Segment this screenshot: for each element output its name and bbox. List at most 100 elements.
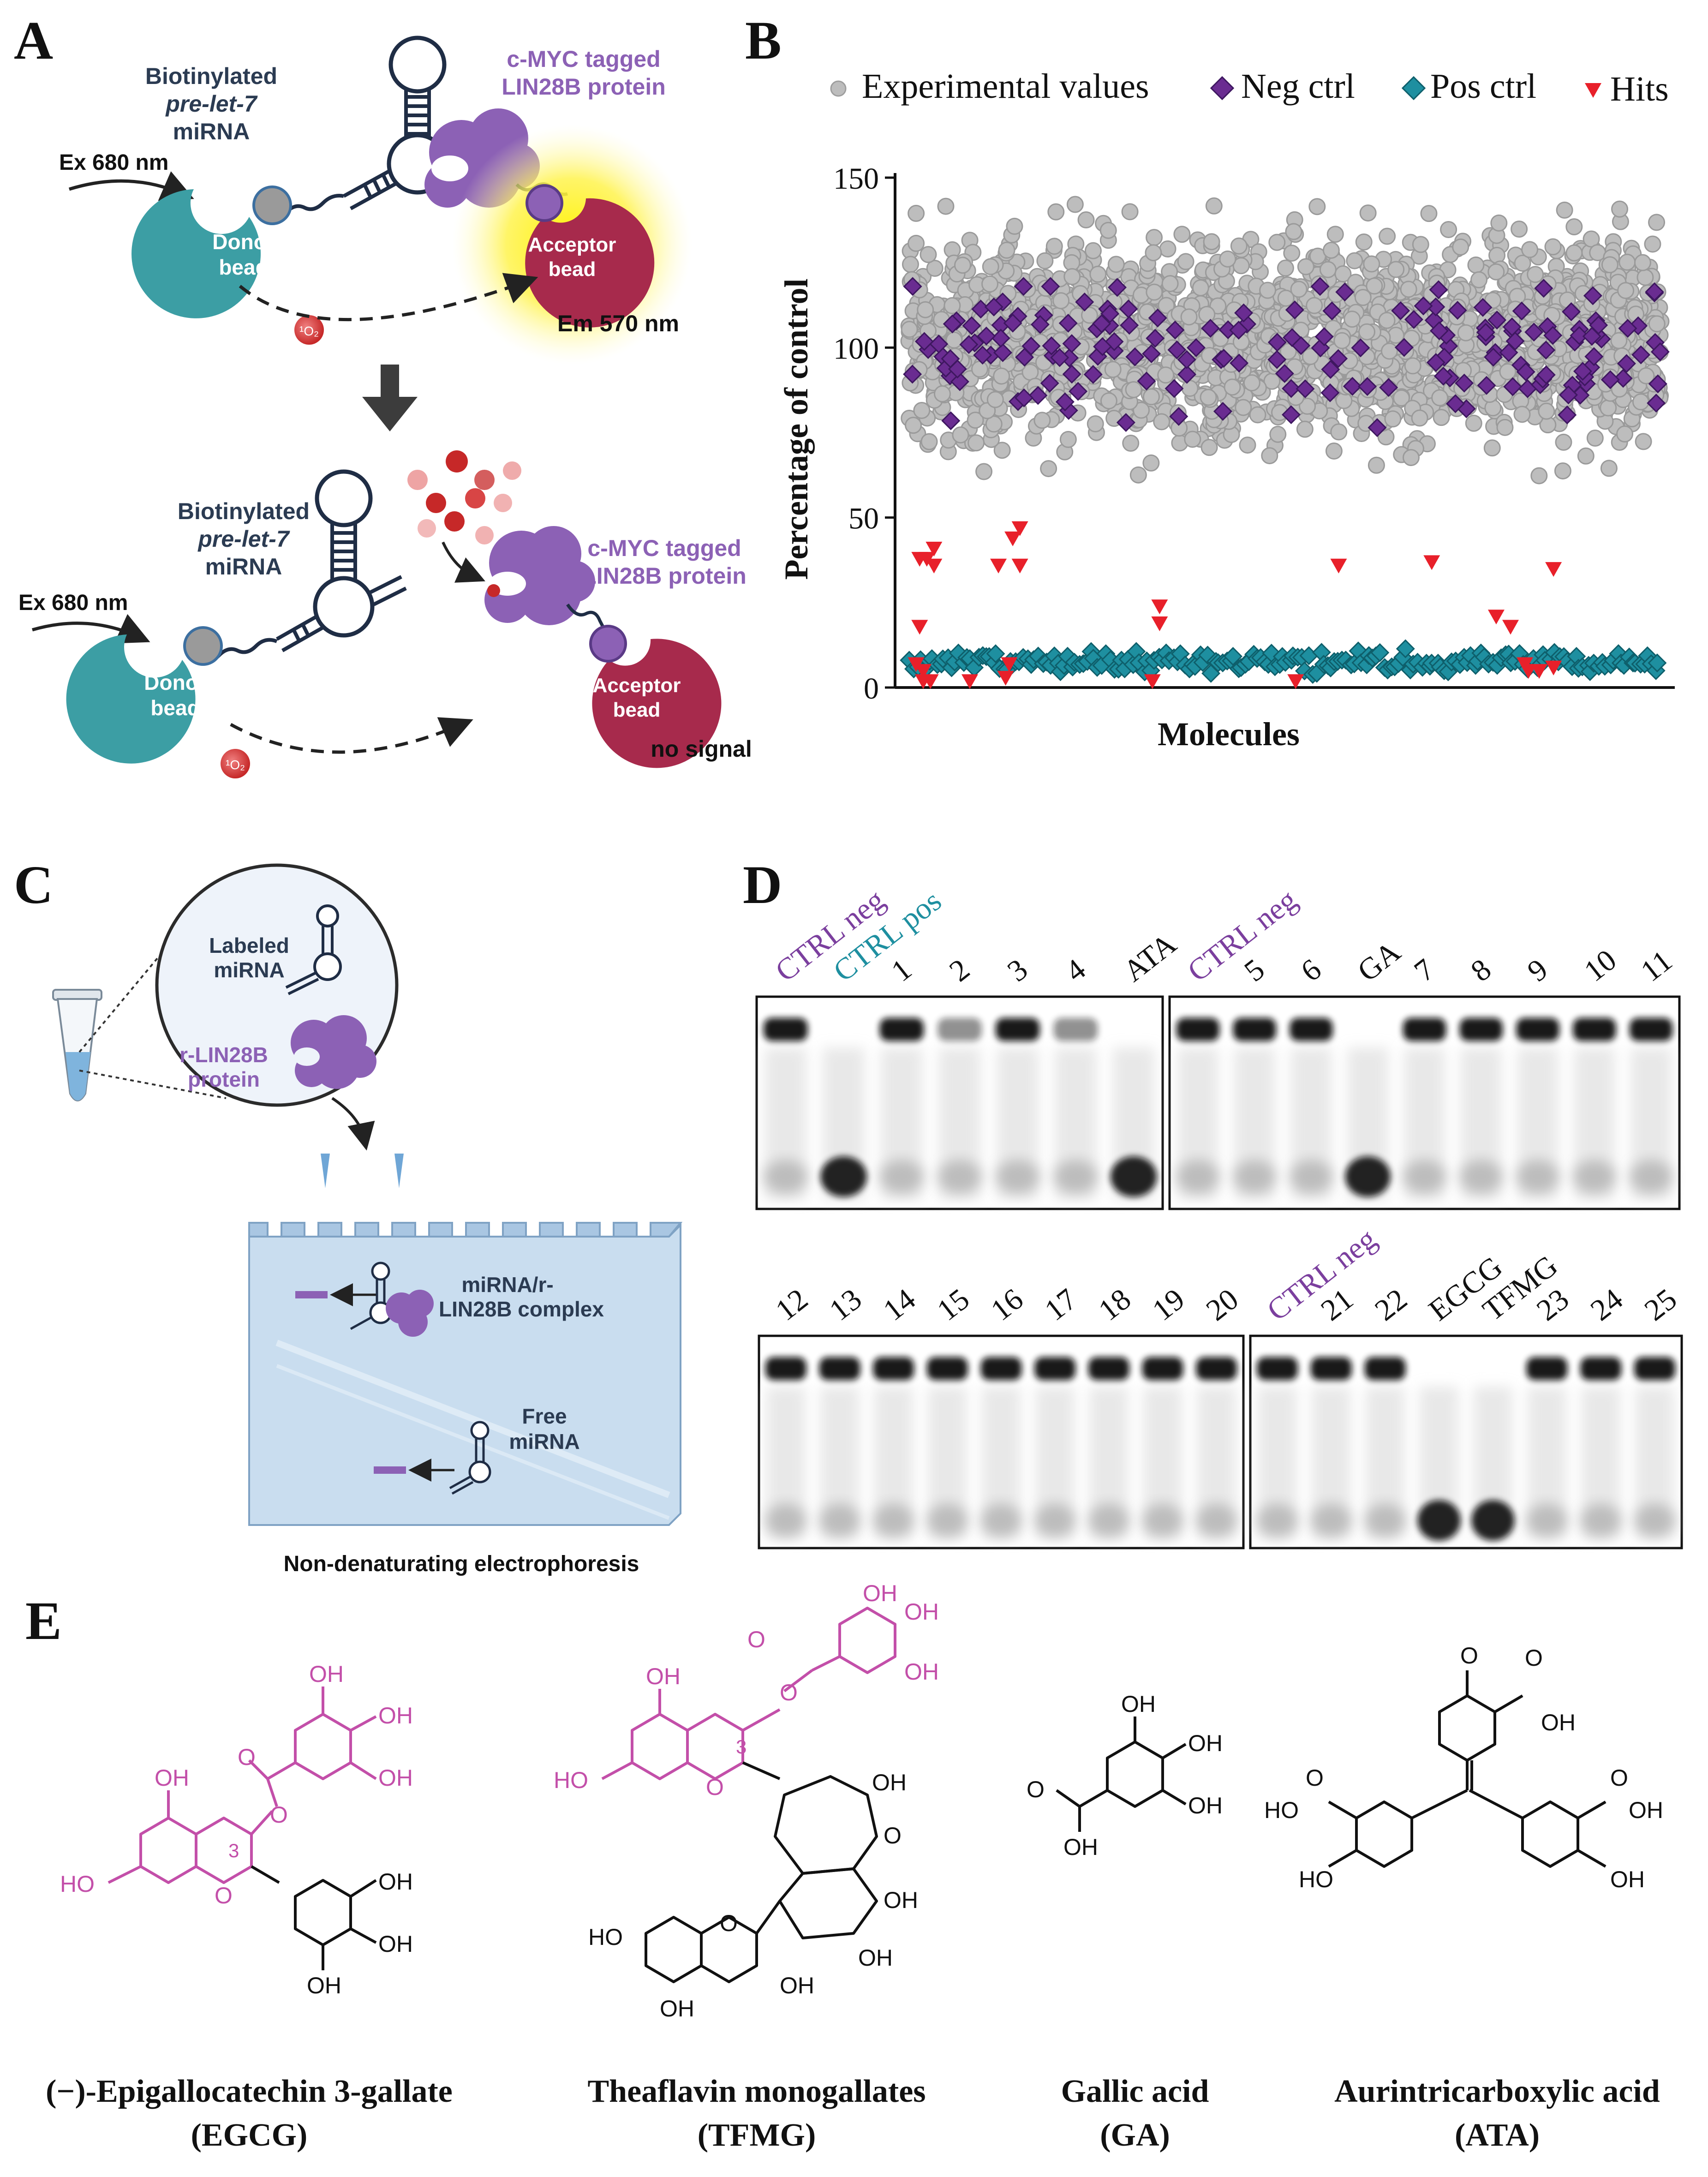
hit-point	[1330, 558, 1347, 574]
experimental-point	[1346, 252, 1363, 269]
a-top-protein-line1: c-MYC tagged	[507, 46, 660, 72]
tube-icon	[52, 989, 102, 1101]
experimental-point	[1279, 343, 1297, 360]
gel-lane-label: 10	[1578, 943, 1623, 988]
gel-band-free-faint	[1459, 1160, 1503, 1193]
neg-ctrl-point	[1429, 280, 1448, 299]
gel-lane-label: CTRL neg	[1182, 883, 1303, 988]
experimental-point	[1483, 439, 1501, 457]
neg-ctrl-point	[1394, 338, 1414, 357]
gel-band-free-faint	[1403, 1160, 1446, 1193]
ga-abbr: (GA)	[1100, 2117, 1170, 2153]
gel-lane-label: GA	[1351, 934, 1407, 988]
chart-points	[900, 196, 1670, 689]
neg-ctrl-point	[1524, 323, 1544, 342]
ga-oh-3: OH	[1188, 1793, 1223, 1818]
neg-ctrl-point	[1503, 377, 1523, 396]
gel-band-free-faint	[938, 1160, 982, 1193]
experimental-point	[1530, 467, 1548, 484]
experimental-point	[1219, 250, 1236, 268]
neg-ctrl-point	[1093, 337, 1112, 356]
experimental-point	[1259, 281, 1277, 299]
experimental-point	[1354, 289, 1372, 306]
experimental-point	[1610, 332, 1628, 349]
neg-ctrl-point	[1234, 303, 1254, 323]
neg-ctrl-point	[1014, 388, 1033, 407]
gel-band-free-faint	[819, 1504, 860, 1537]
experimental-point	[1173, 226, 1191, 243]
neg-ctrl-point	[1119, 299, 1138, 319]
experimental-point	[1378, 311, 1396, 329]
tfmg-position-3: 3	[736, 1736, 747, 1758]
experimental-point	[1527, 266, 1544, 283]
egcg-oh-top: OH	[155, 1765, 189, 1791]
gel-band-complex	[980, 1357, 1022, 1380]
neg-ctrl-point	[1618, 319, 1637, 338]
experimental-point	[1268, 233, 1286, 251]
neg-ctrl-point	[1426, 353, 1445, 372]
neg-ctrl-point	[971, 299, 991, 319]
a-bot-acceptor-line1: Acceptor	[593, 674, 681, 697]
neg-ctrl-point	[1536, 341, 1556, 360]
experimental-point	[1100, 392, 1117, 410]
chart-legend: Experimental values Neg ctrl Pos ctrl Hi…	[830, 67, 1669, 108]
neg-ctrl-point	[1502, 317, 1522, 336]
experimental-point	[1433, 409, 1450, 426]
gel-lane-label: 12	[770, 1282, 814, 1328]
experimental-point	[1308, 198, 1326, 215]
a-bot-donor-bead	[66, 634, 196, 764]
experimental-point	[945, 331, 963, 349]
c-protein-pocket	[294, 1047, 320, 1066]
neg-ctrl-point	[1283, 328, 1302, 347]
c-caption: Non-denaturating electrophoresis	[284, 1552, 639, 1576]
neg-ctrl-point	[1512, 301, 1531, 321]
experimental-point	[1198, 305, 1216, 323]
a-bot-excitation: Ex 680 nm	[18, 591, 128, 615]
experimental-point	[1177, 253, 1194, 270]
experimental-point	[1302, 348, 1319, 365]
a-bot-cmyc-tag	[589, 625, 627, 663]
hit-point	[1520, 664, 1537, 679]
neg-ctrl-point	[1310, 277, 1330, 296]
hit-point	[1151, 599, 1168, 615]
neg-ctrl-point	[1267, 350, 1287, 369]
c-protein-line2: protein	[188, 1067, 260, 1091]
experimental-point	[1261, 447, 1278, 465]
neg-ctrl-point	[1329, 349, 1348, 368]
tfmg-structure	[601, 1607, 896, 1983]
experimental-point	[1400, 281, 1417, 298]
y-tick-label: 50	[848, 502, 879, 536]
neg-ctrl-point	[950, 372, 969, 391]
a-top-hairpin-loop	[388, 36, 447, 94]
experimental-point	[1322, 241, 1340, 259]
gel-band-free-faint	[1573, 1160, 1616, 1193]
neg-ctrl-point	[984, 297, 1003, 317]
neg-ctrl-point	[1021, 336, 1041, 356]
a-bot-stem	[330, 524, 357, 581]
gel-band-complex	[1142, 1357, 1183, 1380]
neg-ctrl-point	[903, 277, 922, 296]
experimental-point	[1431, 389, 1449, 407]
pos-ctrl-point	[1312, 643, 1331, 662]
panel-label-e: E	[25, 1591, 62, 1651]
neg-ctrl-point	[1042, 336, 1061, 356]
legend-label-pos-ctrl: Pos ctrl	[1430, 67, 1536, 106]
ga-atoms: OH OH OH O OH	[1027, 1691, 1223, 1860]
experimental-point	[1089, 265, 1107, 283]
neg-ctrl-point	[1505, 331, 1525, 351]
experimental-point	[1355, 233, 1373, 251]
neg-ctrl-point	[1062, 365, 1081, 384]
experimental-point	[1538, 402, 1555, 420]
experimental-point	[1121, 203, 1139, 221]
hit-point	[1423, 555, 1440, 570]
x-axis-label: Molecules	[1158, 716, 1300, 753]
gel-band-complex	[1516, 1018, 1559, 1041]
c-protein-line1: r-LIN28B	[179, 1043, 268, 1067]
tfmg-gallate-oh-2: OH	[904, 1599, 939, 1625]
experimental-point	[1467, 256, 1485, 274]
a-top-mirna-line2: pre-let-7	[165, 91, 257, 117]
neg-ctrl-point	[1536, 365, 1556, 384]
experimental-point	[1521, 241, 1539, 258]
experimental-point	[1611, 200, 1629, 218]
